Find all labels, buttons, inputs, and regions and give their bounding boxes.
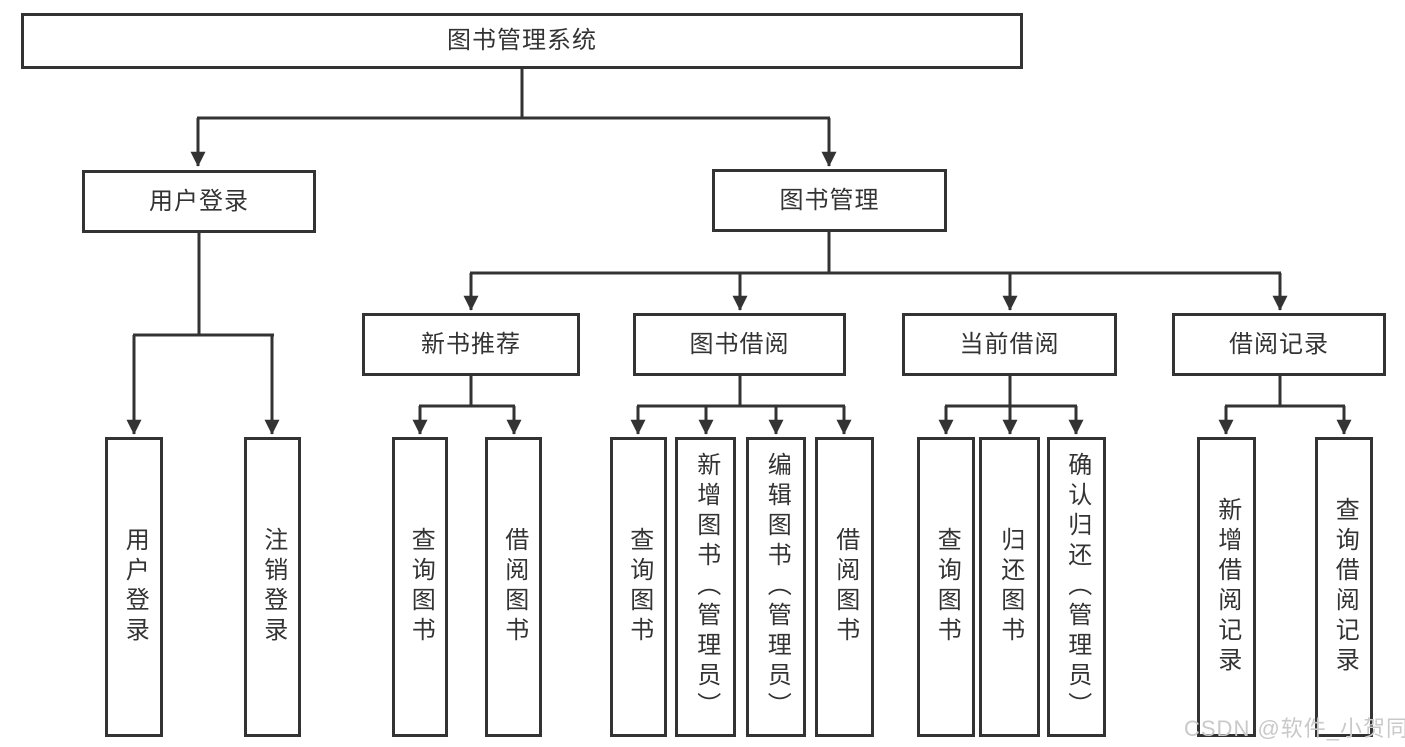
- node-book-borrowing: 图书借阅: [633, 313, 846, 376]
- node-library-management-system: 图书管理系统: [21, 13, 1023, 69]
- connector-book-borrowing-bar: [637, 376, 845, 408]
- leaf-cb-return-books: 归还图书: [979, 437, 1040, 737]
- leaf-cb-confirm-return-admin: 确认归还（管理员）: [1047, 437, 1106, 737]
- node-borrow-records: 借阅记录: [1172, 313, 1386, 376]
- leaf-br-add-record: 新增借阅记录: [1197, 437, 1256, 737]
- leaf-bb-add-books-admin: 新增图书（管理员）: [675, 437, 736, 737]
- connector-borrow-records-bar: [1225, 376, 1345, 408]
- leaf-br-query-record: 查询借阅记录: [1315, 437, 1373, 737]
- node-book-management: 图书管理: [712, 169, 947, 232]
- node-current-borrowing: 当前借阅: [902, 313, 1117, 376]
- leaf-nb-query-books: 查询图书: [392, 437, 448, 737]
- connector-current-borrowing-bar: [945, 376, 1077, 408]
- leaf-user-login: 用户登录: [105, 437, 163, 737]
- connector-book-management-bar: [470, 232, 1281, 275]
- connector-new-book-bar: [419, 376, 515, 408]
- csdn-watermark: CSDN @软件_小贺同学: [1184, 716, 1405, 741]
- connector-group: [126, 69, 1352, 435]
- leaf-logout: 注销登录: [244, 437, 301, 737]
- leaf-cb-query-books: 查询图书: [917, 437, 975, 737]
- connector-root-bar: [197, 69, 830, 120]
- leaf-bb-edit-books-admin: 编辑图书（管理员）: [746, 437, 806, 737]
- leaf-bb-query-books: 查询图书: [610, 437, 667, 737]
- leaf-nb-borrow-books: 借阅图书: [485, 437, 542, 737]
- connector-user-login-bar: [133, 233, 274, 337]
- leaf-bb-borrow-books: 借阅图书: [815, 437, 874, 737]
- node-user-login: 用户登录: [82, 170, 316, 233]
- node-new-book-recommend: 新书推荐: [362, 313, 580, 376]
